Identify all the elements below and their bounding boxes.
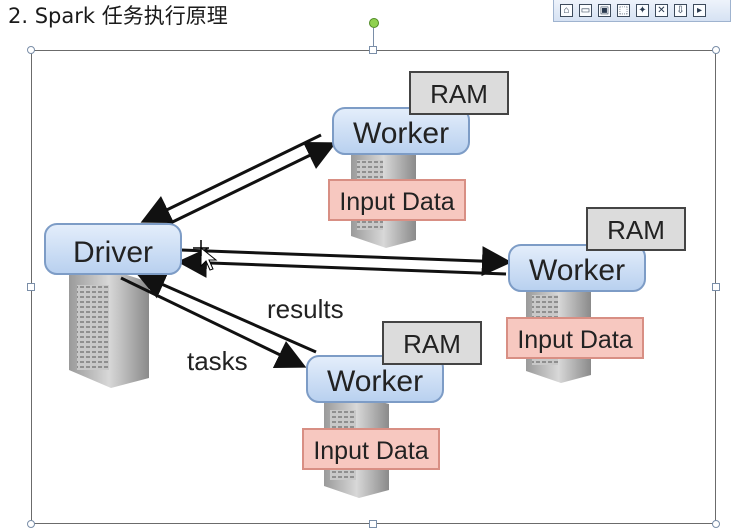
move-cursor-icon [193,240,218,271]
arrow-driver-to-worker2 [180,246,512,277]
worker-label: Worker [327,365,423,398]
resize-handle-top-left[interactable] [27,46,35,54]
select-icon[interactable]: ⬚ [617,4,630,17]
spark-diagram: Driver Worker RAM Input Data Worker RAM … [44,71,686,498]
floating-toolbar: ⌂ ▭ ▣ ⬚ ✦ ✕ ⇩ ▸ [553,0,731,22]
input-data-label: Input Data [517,326,632,354]
close-box-icon[interactable]: ✕ [655,4,668,17]
worker-label: Worker [529,254,625,287]
open-icon[interactable]: ⌂ [560,4,573,17]
ram-label: RAM [403,329,461,359]
results-label: results [267,294,344,324]
more-icon[interactable]: ▸ [693,4,706,17]
arrow-worker1-to-driver [140,133,322,224]
pin-icon[interactable]: ✦ [636,4,649,17]
ram-label: RAM [607,215,665,245]
arrows [120,133,512,369]
slide-heading: 2. Spark 任务执行原理 [8,4,228,28]
window-icon[interactable]: ▭ [579,4,592,17]
worker-label: Worker [353,117,449,150]
rotation-line [373,28,374,48]
worker-node-3: Worker RAM Input Data [302,321,482,470]
tasks-label: tasks [187,346,248,376]
arrow-driver-to-worker1 [155,141,337,232]
rotation-handle[interactable] [369,18,379,28]
worker-node-2: Worker RAM Input Data [506,207,686,359]
driver-server-icon [69,270,149,388]
ram-label: RAM [430,79,488,109]
driver-node: Driver [44,223,182,275]
input-data-label: Input Data [339,188,454,216]
resize-handle-right[interactable] [712,283,720,291]
input-data-label: Input Data [313,437,428,465]
resize-handle-top-right[interactable] [712,46,720,54]
driver-label: Driver [73,236,153,269]
worker-node-1: Worker RAM Input Data [328,71,509,221]
resize-handle-left[interactable] [27,283,35,291]
resize-handle-top[interactable] [369,46,377,54]
arrow-worker2-to-driver [177,247,507,278]
arrow-worker3-to-driver [135,270,317,354]
export-icon[interactable]: ⇩ [674,4,687,17]
restore-icon[interactable]: ▣ [598,4,611,17]
